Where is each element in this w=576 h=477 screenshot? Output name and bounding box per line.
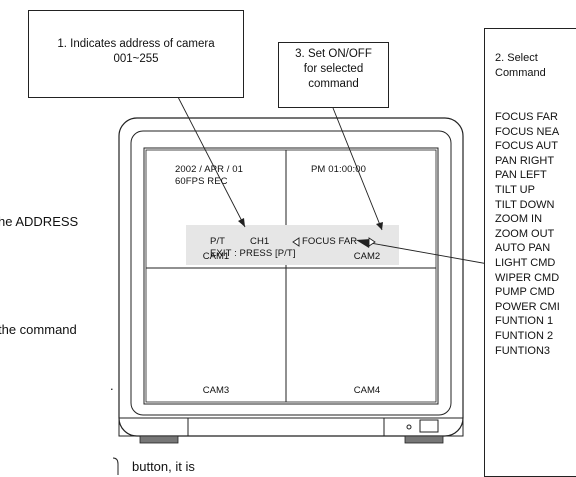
period-fragment-text: . — [110, 378, 114, 393]
command-item: POWER CMI — [495, 300, 560, 313]
command-item: FOCUS FAR — [495, 111, 558, 123]
screen-date: 2002 / APR / 01 — [175, 164, 244, 175]
osd-command: FOCUS FAR — [302, 236, 358, 247]
command-fragment-text: the command — [0, 322, 77, 337]
command-item: FOCUS NEA — [495, 125, 560, 138]
arrowhead-address — [238, 218, 245, 227]
command-item: PAN RIGHT — [495, 154, 555, 167]
osd-channel: CH1 — [250, 236, 270, 247]
address-callout: 1. Indicates address of camera 001~255 — [28, 10, 244, 98]
left-select-icon — [292, 237, 300, 247]
right-foot — [404, 435, 444, 444]
right-select-icon — [368, 237, 376, 247]
command-item: TILT DOWN — [495, 198, 555, 211]
osd-exit-hint: EXIT : PRESS [P/T] — [210, 248, 296, 259]
screen-time: PM 01:00:00 — [311, 164, 366, 175]
command-item: FUNTION 2 — [495, 329, 554, 342]
command-item: PUMP CMD — [495, 286, 555, 299]
arrowhead-select — [356, 239, 371, 248]
osd-menu-box — [186, 225, 399, 265]
arrow-address — [177, 96, 246, 228]
command-list: FOCUS FAR FOCUS NEA FOCUS AUT PAN RIGHT … — [495, 110, 560, 358]
command-item: TILT UP — [495, 183, 535, 196]
address-fragment-text: he ADDRESS — [0, 214, 79, 229]
arrowhead-onoff — [376, 222, 383, 230]
command-item: ZOOM OUT — [495, 227, 555, 240]
select-command-title: 2. Select Command — [495, 52, 546, 79]
command-panel — [484, 28, 576, 477]
command-item: ZOOM IN — [495, 213, 543, 226]
command-item: LIGHT CMD — [495, 256, 556, 269]
screen-inner-frame — [145, 149, 437, 403]
power-switch-icon — [419, 419, 439, 433]
left-foot — [139, 435, 179, 444]
power-led-icon — [406, 424, 412, 430]
command-item: AUTO PAN — [495, 242, 551, 255]
button-outline-fragment — [112, 457, 119, 475]
command-item: PAN LEFT — [495, 169, 547, 182]
osd-pt-label: P/T — [210, 236, 226, 247]
cam2-label: CAM2 — [353, 251, 381, 262]
screen-frame — [143, 147, 439, 405]
command-item: FOCUS AUT — [495, 140, 558, 153]
cam4-label: CAM4 — [353, 385, 381, 396]
monitor-base-strip — [118, 417, 464, 437]
cam1-label: CAM1 — [202, 251, 230, 262]
arrow-onoff — [332, 107, 383, 231]
command-item: WIPER CMD — [495, 271, 560, 284]
monitor-bezel — [130, 130, 452, 416]
arrow-select — [364, 241, 506, 268]
command-item: FUNTION 1 — [495, 315, 554, 328]
command-item: FUNTION3 — [495, 344, 550, 357]
screen-fps-rec: 60FPS REC — [175, 176, 228, 187]
button-fragment-text: button, it is — [132, 459, 195, 474]
onoff-callout: 3. Set ON/OFF for selected command — [278, 42, 389, 108]
cam3-label: CAM3 — [202, 385, 230, 396]
